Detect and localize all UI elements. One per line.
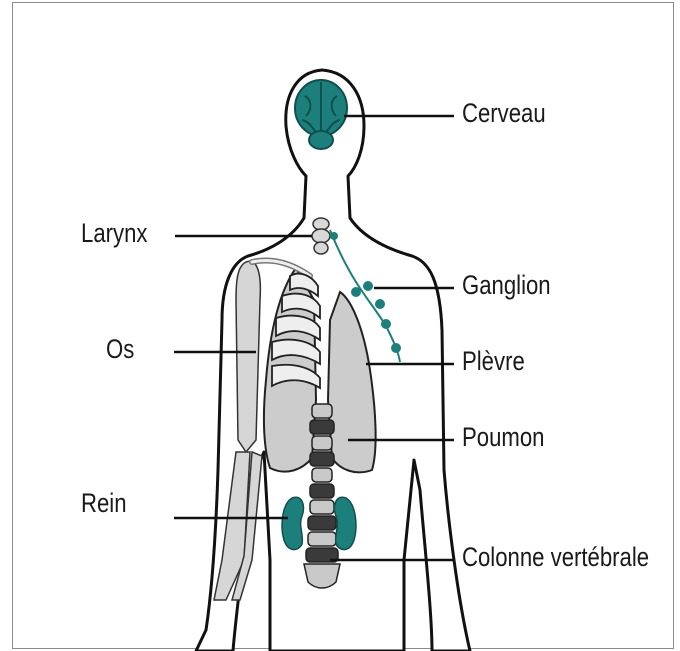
label-poumon: Poumon	[462, 424, 544, 451]
label-rein: Rein	[81, 490, 127, 517]
left-kidney	[334, 497, 355, 549]
label-os: Os	[106, 336, 134, 363]
label-ganglion: Ganglion	[462, 272, 551, 299]
label-plevre: Plèvre	[462, 348, 525, 375]
larynx-shape	[312, 218, 330, 254]
label-colonne-vertebrale: Colonne vertébrale	[462, 544, 649, 571]
label-larynx: Larynx	[81, 220, 147, 247]
right-kidney	[282, 497, 303, 549]
label-cerveau: Cerveau	[462, 100, 546, 127]
